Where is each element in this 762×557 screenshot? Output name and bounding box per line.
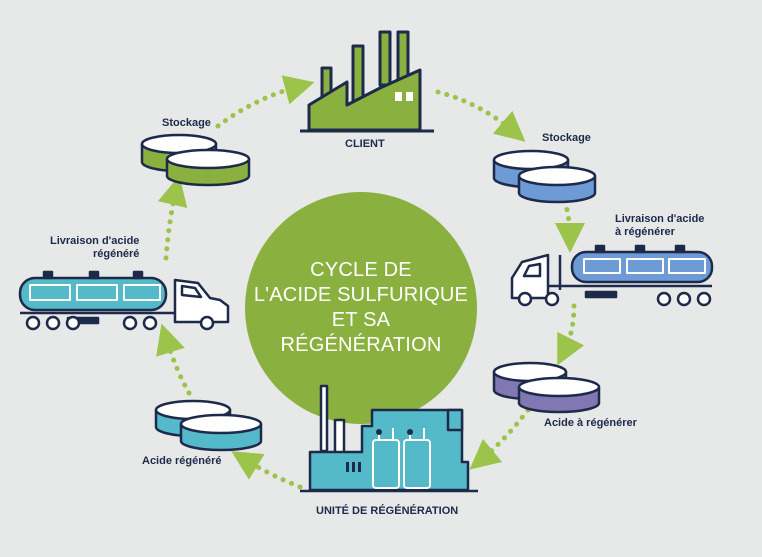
center-title-line-1: CYCLE DE bbox=[310, 259, 412, 281]
storage-tanks-green-icon bbox=[140, 133, 251, 187]
label-client: CLIENT bbox=[345, 138, 385, 150]
label-livraison-a-regenerer-line-2: à régénérer bbox=[615, 226, 675, 238]
storage-tanks-purple-icon bbox=[492, 361, 601, 414]
storage-tanks-blue-icon bbox=[492, 149, 597, 204]
tanker-truck-blue-icon bbox=[510, 244, 714, 307]
center-circle bbox=[245, 192, 477, 424]
arrow-tanks-to-truck bbox=[156, 323, 192, 396]
storage-tanks-teal-icon bbox=[154, 399, 263, 452]
center-title-line-2: L'ACIDE SULFURIQUE bbox=[253, 284, 469, 306]
center-title-line-4: RÉGÉNÉRATION bbox=[280, 334, 442, 356]
arrow-stockage-to-client bbox=[215, 75, 315, 129]
label-livraison-regenere-line-2: régénéré bbox=[92, 248, 140, 260]
center-title: CYCLE DE L'ACIDE SULFURIQUE ET SA RÉGÉNÉ… bbox=[246, 193, 476, 423]
arrow-stockage-to-truck bbox=[554, 189, 585, 253]
arrow-client-to-stockage bbox=[435, 89, 526, 142]
label-unite-regeneration: UNITÉ DE RÉGÉNÉRATION bbox=[316, 505, 459, 517]
label-livraison-regenere: Livraison d'acide régénéré bbox=[50, 235, 139, 261]
label-stockage-left: Stockage bbox=[162, 117, 211, 129]
arrow-tanks-to-unit bbox=[469, 407, 531, 470]
arrow-unit-to-tanks bbox=[231, 451, 303, 490]
label-stockage-right: Stockage bbox=[542, 132, 591, 144]
flow-arrows bbox=[156, 75, 585, 490]
regeneration-plant-icon bbox=[300, 384, 478, 493]
tanker-truck-teal-icon bbox=[18, 270, 230, 331]
label-livraison-a-regenerer-line-1: Livraison d'acide bbox=[615, 213, 705, 225]
factory-icon bbox=[300, 30, 434, 133]
label-acide-regenere: Acide régénéré bbox=[142, 455, 222, 467]
label-livraison-regenere-line-1: Livraison d'acide bbox=[50, 235, 140, 247]
arrow-truck-to-stockage bbox=[157, 175, 188, 261]
label-livraison-a-regenerer: Livraison d'acide à régénérer bbox=[615, 213, 704, 239]
center-title-line-3: ET SA bbox=[331, 309, 391, 331]
arrow-truck-to-tanks bbox=[557, 303, 585, 366]
label-acide-a-regenerer: Acide à régénérer bbox=[544, 417, 637, 429]
